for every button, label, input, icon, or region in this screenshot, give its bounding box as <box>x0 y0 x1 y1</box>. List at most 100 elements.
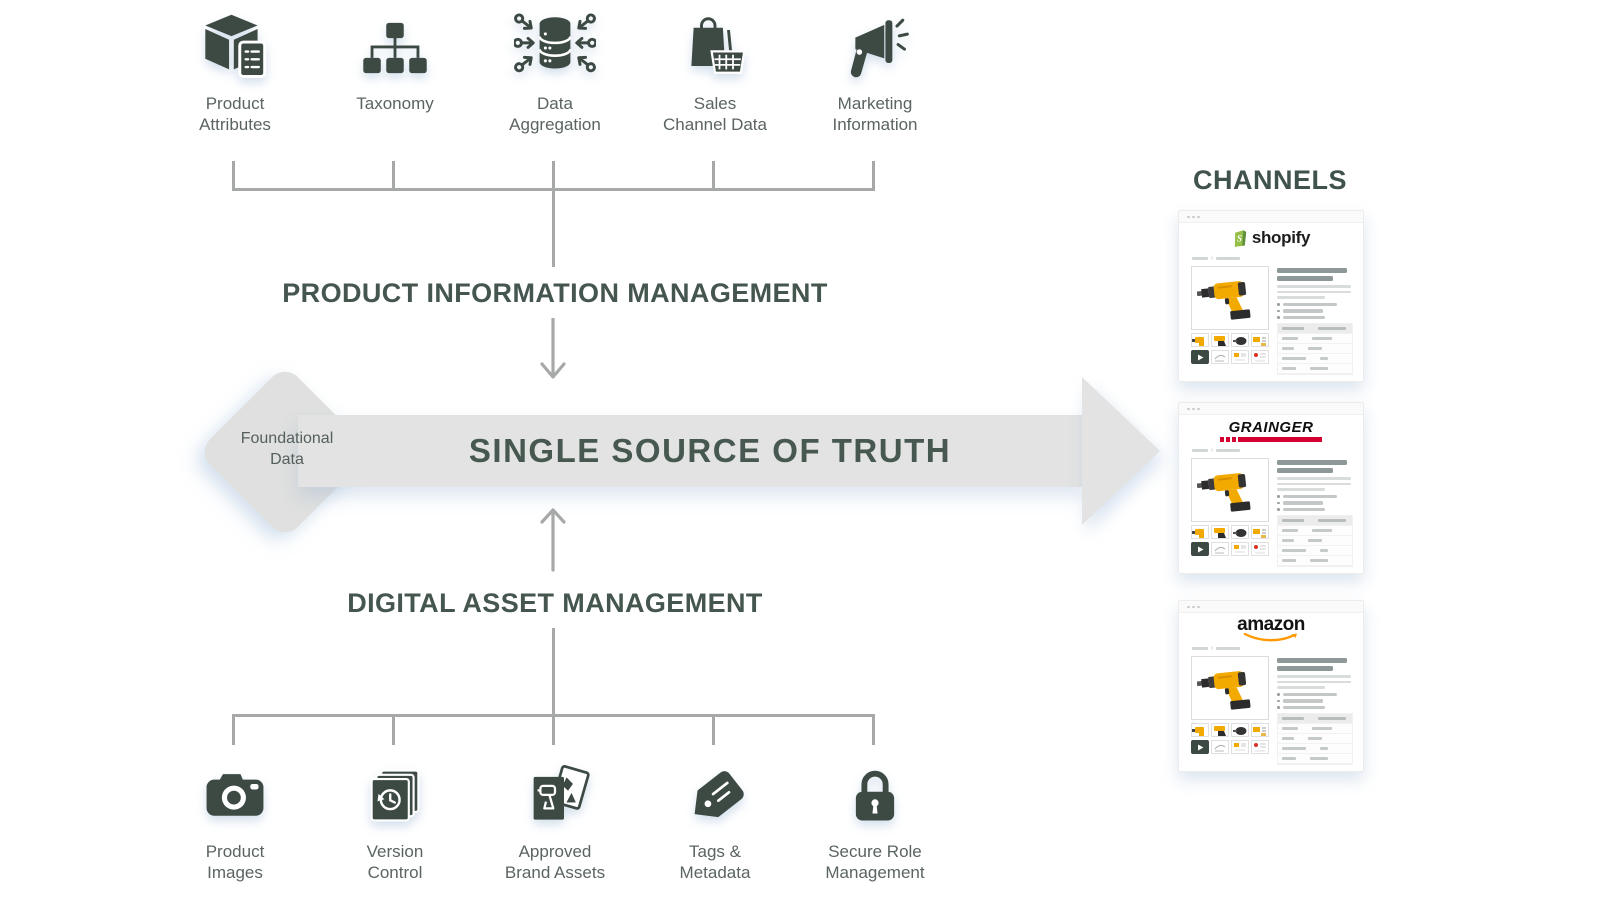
connector-line <box>552 628 555 714</box>
thumbnail-row <box>1191 350 1269 364</box>
thumbnail-row <box>1191 740 1269 754</box>
hierarchy-icon <box>360 4 430 92</box>
up-arrow-icon <box>540 508 566 572</box>
grainger-red-underline <box>1220 436 1322 442</box>
ssot-label: SINGLE SOURCE OF TRUTH <box>468 432 952 469</box>
node-product-images: Product Images <box>155 752 315 883</box>
thumb-doc-label <box>1251 350 1269 364</box>
thumb-drill-front <box>1191 723 1209 737</box>
dam-assets-row: Product Images Version Control <box>155 752 955 883</box>
thumb-parts-sketch <box>1211 350 1229 364</box>
amazon-logo: amazon <box>1179 613 1363 643</box>
product-image-drill <box>1191 266 1269 330</box>
connector-stub <box>872 161 875 188</box>
connector-line <box>552 191 555 267</box>
thumb-drill-kit <box>1251 723 1269 737</box>
node-version-control: Version Control <box>315 752 475 883</box>
pim-sources-row: Product Attributes Taxonomy <box>155 4 955 135</box>
thumb-doc-drill <box>1231 740 1249 754</box>
connector-stub <box>872 714 875 745</box>
package-list-icon <box>197 4 273 92</box>
spec-table-placeholder <box>1277 515 1353 567</box>
ssot-arrow-head <box>1082 377 1160 525</box>
breadcrumb: › <box>1179 445 1363 457</box>
node-label: Taxonomy <box>356 94 434 113</box>
channel-card-shopify: S shopify › <box>1178 210 1364 382</box>
connector-stub <box>712 161 715 188</box>
megaphone-icon <box>838 4 912 92</box>
channel-card-grainger: GRAINGER › <box>1178 402 1364 574</box>
spec-table-placeholder <box>1277 713 1353 765</box>
node-secure-role-management: Secure Role Management <box>795 752 955 883</box>
node-label: Product Attributes <box>199 94 271 134</box>
thumbnail-row <box>1191 542 1269 556</box>
amazon-wordmark: amazon <box>1237 613 1305 635</box>
channels-heading: CHANNELS <box>1192 165 1347 195</box>
thumb-doc-label <box>1251 542 1269 556</box>
node-sales-channel-data: Sales Channel Data <box>635 4 795 135</box>
connector-stub <box>712 714 715 745</box>
node-label: Marketing Information <box>832 94 918 134</box>
node-label: Tags & Metadata <box>679 842 751 882</box>
pim-heading: PRODUCT INFORMATION MANAGEMENT <box>282 278 828 308</box>
node-label: Approved Brand Assets <box>504 842 606 882</box>
node-taxonomy: Taxonomy <box>315 4 475 135</box>
thumb-drill-front <box>1191 333 1209 347</box>
shopify-bag-icon: S <box>1234 230 1246 247</box>
thumb-drill-bit <box>1231 525 1249 539</box>
thumb-parts-sketch <box>1211 542 1229 556</box>
connector-stub <box>232 714 235 745</box>
grainger-logo: GRAINGER <box>1179 415 1363 445</box>
product-details-placeholder <box>1277 458 1353 567</box>
thumb-doc-drill <box>1231 350 1249 364</box>
product-image-drill <box>1191 458 1269 522</box>
bracket-line <box>232 188 875 191</box>
padlock-icon <box>841 752 909 840</box>
node-tags-metadata: Tags & Metadata <box>635 752 795 883</box>
thumb-video-play <box>1191 542 1209 556</box>
node-label: Data Aggregation <box>509 94 601 134</box>
thumb-drill-side <box>1211 723 1229 737</box>
thumb-doc-label <box>1251 740 1269 754</box>
grainger-wordmark: GRAINGER <box>1228 418 1314 436</box>
node-label: Sales Channel Data <box>663 94 767 134</box>
thumb-doc-drill <box>1231 542 1249 556</box>
thumb-drill-front <box>1191 525 1209 539</box>
thumb-video-play <box>1191 740 1209 754</box>
thumbnail-row <box>1191 333 1269 347</box>
brand-assets-icon <box>519 752 591 840</box>
connector-stub <box>232 161 235 188</box>
product-image-drill <box>1191 656 1269 720</box>
connector-stub <box>392 161 395 188</box>
thumb-drill-kit <box>1251 525 1269 539</box>
browser-chrome <box>1179 403 1363 415</box>
product-details-placeholder <box>1277 656 1353 765</box>
thumb-video-play <box>1191 350 1209 364</box>
node-label: Secure Role Management <box>825 842 925 882</box>
node-label: Version Control <box>366 842 424 882</box>
browser-chrome <box>1179 211 1363 223</box>
tag-icon <box>679 752 751 840</box>
thumb-drill-side <box>1211 333 1229 347</box>
dam-heading: DIGITAL ASSET MANAGEMENT <box>347 588 763 618</box>
product-details-placeholder <box>1277 266 1353 375</box>
down-arrow-icon <box>540 318 566 379</box>
shopify-wordmark: shopify <box>1251 228 1311 247</box>
thumb-drill-bit <box>1231 333 1249 347</box>
amazon-smile-icon <box>1243 632 1297 641</box>
foundational-data-label: Foundational Data <box>240 430 334 468</box>
camera-icon <box>200 752 270 840</box>
ssot-arrow-body <box>298 415 1084 487</box>
shopify-logo: S shopify <box>1179 223 1363 253</box>
thumbnail-row <box>1191 525 1269 539</box>
thumb-drill-side <box>1211 525 1229 539</box>
browser-chrome <box>1179 601 1363 613</box>
thumb-parts-sketch <box>1211 740 1229 754</box>
thumbnail-row <box>1191 723 1269 737</box>
node-label: Product Images <box>205 842 265 882</box>
spec-table-placeholder <box>1277 323 1353 375</box>
thumb-drill-bit <box>1231 723 1249 737</box>
node-product-attributes: Product Attributes <box>155 4 315 135</box>
connector-stub <box>392 714 395 745</box>
breadcrumb: › <box>1179 643 1363 655</box>
